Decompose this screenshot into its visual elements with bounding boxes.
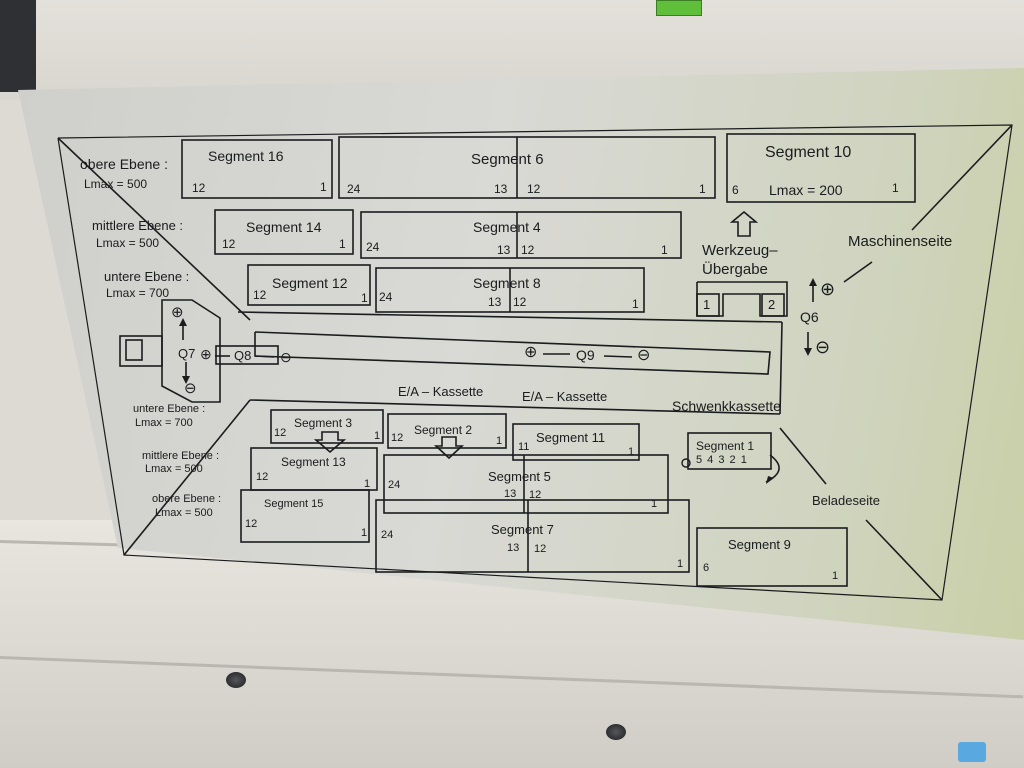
plus-icon: ⊕ (820, 279, 836, 299)
obere-ebene-label: obere Ebene : (152, 493, 222, 505)
mittlere-ebene-label: mittlere Ebene : (142, 450, 220, 462)
dark-edge (0, 0, 36, 92)
segment-9-start: 6 (703, 562, 710, 574)
segment-14-start: 12 (222, 237, 236, 251)
screw-head (606, 724, 626, 740)
segment-3-end: 1 (374, 430, 381, 442)
segment-5-24: 24 (388, 479, 401, 491)
segment-2-end: 1 (496, 435, 503, 447)
lmax-label: Lmax = 500 (96, 236, 160, 250)
screw-head (226, 672, 246, 688)
beladeseite-label: Beladeseite (812, 493, 880, 508)
segment-3-start: 12 (274, 427, 287, 439)
segment-7-12: 12 (534, 543, 547, 555)
segment-12-end: 1 (361, 291, 368, 305)
segment-12-start: 12 (253, 288, 267, 302)
lmax-label: Lmax = 500 (155, 507, 213, 519)
segment-8-1: 1 (632, 297, 639, 311)
segment-10-lmax: Lmax = 200 (769, 182, 843, 198)
segment-16-end: 1 (320, 180, 327, 194)
segment-15-label: Segment 15 (264, 498, 324, 510)
segment-11-end: 1 (628, 446, 635, 458)
label-plate (18, 68, 1024, 640)
segment-8-24: 24 (379, 290, 393, 304)
segment-4-13: 13 (497, 243, 511, 257)
werkzeug-label: Werkzeug– (702, 242, 778, 259)
segment-2-start: 12 (391, 432, 404, 444)
q6-label: Q6 (800, 309, 819, 325)
segment-6-24: 24 (347, 182, 361, 196)
segment-16-label: Segment 16 (208, 148, 284, 164)
maschinenseite-label: Maschinenseite (848, 233, 953, 250)
schwenkkassette-label: Schwenkkassette (672, 398, 781, 414)
minus-icon: ⊖ (637, 347, 651, 364)
segment-13-start: 12 (256, 471, 269, 483)
minus-icon: ⊖ (815, 337, 831, 357)
mittlere-ebene-label: mittlere Ebene : (92, 218, 184, 233)
segment-13-end: 1 (364, 478, 371, 490)
segment-3-label: Segment 3 (294, 416, 353, 430)
segment-10-label: Segment 10 (765, 144, 852, 161)
q7-label: Q7 (178, 346, 196, 361)
segment-12-label: Segment 12 (272, 275, 348, 291)
segment-7-1: 1 (677, 558, 684, 570)
segment-6-13: 13 (494, 182, 508, 196)
segment-9-end: 1 (832, 570, 839, 582)
segment-4-12: 12 (521, 243, 535, 257)
watermark-logo (958, 742, 986, 762)
plus-icon: ⊕ (524, 344, 538, 361)
transfer-position-1: 1 (703, 297, 711, 312)
lmax-label: Lmax = 500 (145, 463, 203, 475)
plus-icon: ⊕ (171, 304, 184, 321)
segment-5-13: 13 (504, 488, 517, 500)
lmax-label: Lmax = 700 (135, 417, 193, 429)
minus-icon: ⊖ (280, 349, 292, 365)
segment-13-label: Segment 13 (281, 455, 346, 469)
lmax-label: Lmax = 500 (84, 177, 148, 191)
segment-1-positions: 5 4 3 2 1 (696, 454, 748, 466)
minus-icon: ⊖ (184, 380, 197, 397)
segment-9-label: Segment 9 (728, 537, 791, 552)
segment-6-label: Segment 6 (471, 151, 544, 168)
segment-11-label: Segment 11 (536, 430, 606, 445)
segment-7-label: Segment 7 (491, 522, 554, 537)
segment-16-start: 12 (192, 181, 206, 195)
segment-4-24: 24 (366, 240, 380, 254)
untere-ebene-label: untere Ebene : (133, 403, 206, 415)
segment-2-label: Segment 2 (414, 423, 473, 437)
segment-6-12: 12 (527, 182, 541, 196)
segment-5-1: 1 (651, 498, 658, 510)
segment-7-13: 13 (507, 542, 520, 554)
untere-ebene-label: untere Ebene : (104, 269, 190, 284)
segment-5-label: Segment 5 (488, 469, 551, 484)
lmax-label: Lmax = 700 (106, 286, 170, 300)
segment-15-end: 1 (361, 527, 368, 539)
segment-4-label: Segment 4 (473, 219, 541, 235)
plus-icon: ⊕ (200, 346, 212, 362)
segment-10-start: 6 (732, 183, 739, 197)
segment-6-1: 1 (699, 182, 706, 196)
segment-8-13: 13 (488, 295, 502, 309)
ea-kassette-label: E/A – Kassette (522, 389, 608, 404)
segment-5-12: 12 (529, 489, 542, 501)
green-tab (656, 0, 702, 16)
segment-15-start: 12 (245, 518, 258, 530)
uebergabe-label: Übergabe (702, 261, 768, 278)
segment-8-12: 12 (513, 295, 527, 309)
segment-4-1: 1 (661, 243, 668, 257)
segment-8-label: Segment 8 (473, 275, 541, 291)
ea-kassette-label: E/A – Kassette (398, 384, 484, 399)
segment-1-label: Segment 1 (696, 439, 755, 453)
transfer-position-2: 2 (768, 297, 776, 312)
segment-11-start: 11 (518, 441, 530, 453)
obere-ebene-label: obere Ebene : (80, 156, 168, 172)
segment-14-label: Segment 14 (246, 219, 322, 235)
segment-14-end: 1 (339, 237, 346, 251)
segment-10-end: 1 (892, 181, 899, 195)
q9-label: Q9 (576, 347, 595, 363)
segment-7-24: 24 (381, 529, 394, 541)
q8-label: Q8 (234, 348, 252, 363)
